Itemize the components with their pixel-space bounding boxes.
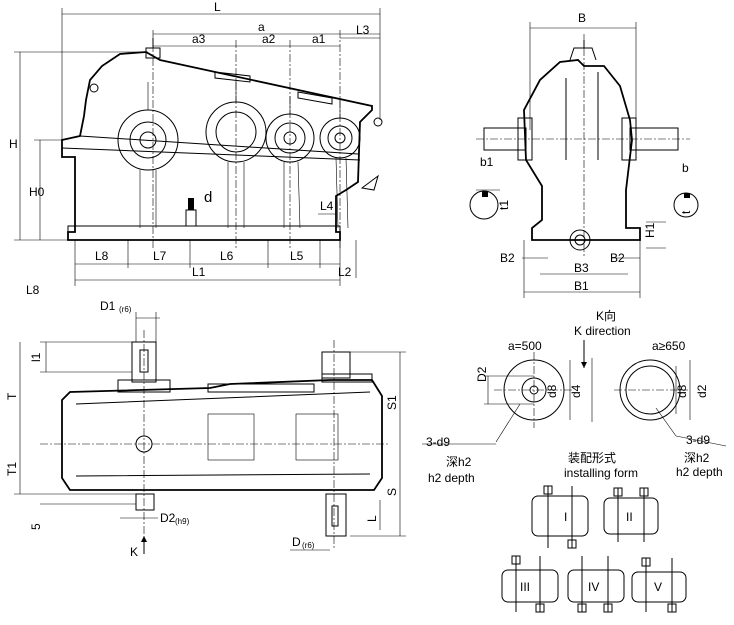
dim-a: a <box>258 20 265 34</box>
dim-t1: t1 <box>497 200 511 210</box>
dim-B: B <box>578 11 586 25</box>
dim-d4: d4 <box>569 384 583 398</box>
dim-D: D <box>292 535 301 549</box>
dim-a1: a1 <box>312 32 326 46</box>
form-label-2: II <box>626 510 633 524</box>
top-housing-outline <box>61 379 383 491</box>
dim-L: L <box>214 0 221 14</box>
dim-L4: L4 <box>320 199 334 213</box>
dim-L3: L3 <box>356 23 370 37</box>
hole-3d9-left: 3-d9 <box>426 435 450 449</box>
label-a650: a≥650 <box>652 339 686 353</box>
dim-d: d <box>204 189 212 206</box>
dim-B2-right: B2 <box>610 251 625 265</box>
dim-d2: d2 <box>695 384 709 398</box>
top-view: D1 (r6) l1 T T1 5 D2 (h9) K S1 S L D (r6… <box>5 299 406 559</box>
dim-B3: B3 <box>574 261 589 275</box>
dim-T1: T1 <box>5 462 19 476</box>
front-inspection-cover <box>214 71 251 83</box>
installing-forms: 装配形式 installing form I II III <box>501 451 687 613</box>
dim-K: K <box>130 545 138 559</box>
depth-cn-right: 深h2 <box>684 451 710 465</box>
hole-3d9-right: 3-d9 <box>686 433 710 447</box>
dim-b: b <box>682 161 689 175</box>
dim-S: S <box>385 488 399 496</box>
front-view: L a a3 a2 a1 L3 H H0 d L4 L8 L7 L6 L5 L1 <box>9 0 383 297</box>
depth-en-left: h2 depth <box>428 471 475 485</box>
front-base-plate <box>67 225 341 241</box>
dim-H0: H0 <box>29 185 45 199</box>
dim-L-top: L <box>365 515 379 522</box>
dim-t: t <box>679 210 693 214</box>
dim-a2: a2 <box>262 32 276 46</box>
dim-L6: L6 <box>220 249 234 263</box>
front-split-line-2 <box>61 147 361 161</box>
front-split-line <box>79 135 359 155</box>
dim-D1: D1 <box>100 299 116 313</box>
install-form-4: IV <box>567 556 625 613</box>
top-output-shaft-upper <box>321 351 351 379</box>
install-title-en: installing form <box>564 466 638 480</box>
dim-L1: L1 <box>192 265 206 279</box>
dim-B2-left: B2 <box>500 251 515 265</box>
dim-T: T <box>5 392 19 400</box>
dim-H1: H1 <box>643 222 657 238</box>
dim-H: H <box>9 137 18 151</box>
side-view: B b1 t1 b t H1 B2 B2 <box>469 11 699 298</box>
dim-l1: l1 <box>29 352 43 362</box>
k-direction-en: K direction <box>574 324 631 338</box>
depth-en-right: h2 depth <box>676 465 723 479</box>
dim-b1: b1 <box>480 155 494 169</box>
dim-L8-left: L8 <box>26 283 40 297</box>
dim-D2-k: D2 <box>475 366 489 382</box>
side-housing-outline <box>523 59 641 241</box>
depth-cn-left: 深h2 <box>446 455 472 469</box>
dim-L7: L7 <box>153 249 167 263</box>
install-title-cn: 装配形式 <box>568 451 616 465</box>
form-label-3: III <box>520 580 530 594</box>
dim-L2: L2 <box>338 265 352 279</box>
dim-d8-left: d8 <box>545 384 559 398</box>
label-a500: a=500 <box>508 339 542 353</box>
install-form-5: V <box>631 557 687 613</box>
dim-5: 5 <box>29 523 43 530</box>
install-form-3: III <box>501 555 559 613</box>
install-form-2: II <box>603 487 659 542</box>
front-housing-outline <box>61 51 373 241</box>
oil-plug <box>185 209 197 227</box>
dim-D2-sub: (h9) <box>175 517 190 526</box>
dim-D-sub: (r6) <box>302 541 315 550</box>
dim-d8-right: d8 <box>675 384 689 398</box>
form-label-1: I <box>564 510 567 524</box>
dim-D1-sub: (r6) <box>119 305 132 314</box>
k-direction-detail: K向 K direction a=500 a≥650 D2 d8 d4 3-d9… <box>422 308 727 485</box>
form-label-5: V <box>654 580 662 594</box>
dim-S1: S1 <box>385 395 399 410</box>
k-direction-cn: K向 <box>596 308 616 323</box>
dim-B1: B1 <box>574 279 589 293</box>
dim-L5: L5 <box>290 249 304 263</box>
dim-a3: a3 <box>192 32 206 46</box>
form-label-4: IV <box>588 580 599 594</box>
top-output-shaft-lower <box>325 493 347 537</box>
install-form-1: I <box>531 485 589 549</box>
dim-D2: D2 <box>160 511 176 525</box>
dim-L8: L8 <box>95 249 109 263</box>
